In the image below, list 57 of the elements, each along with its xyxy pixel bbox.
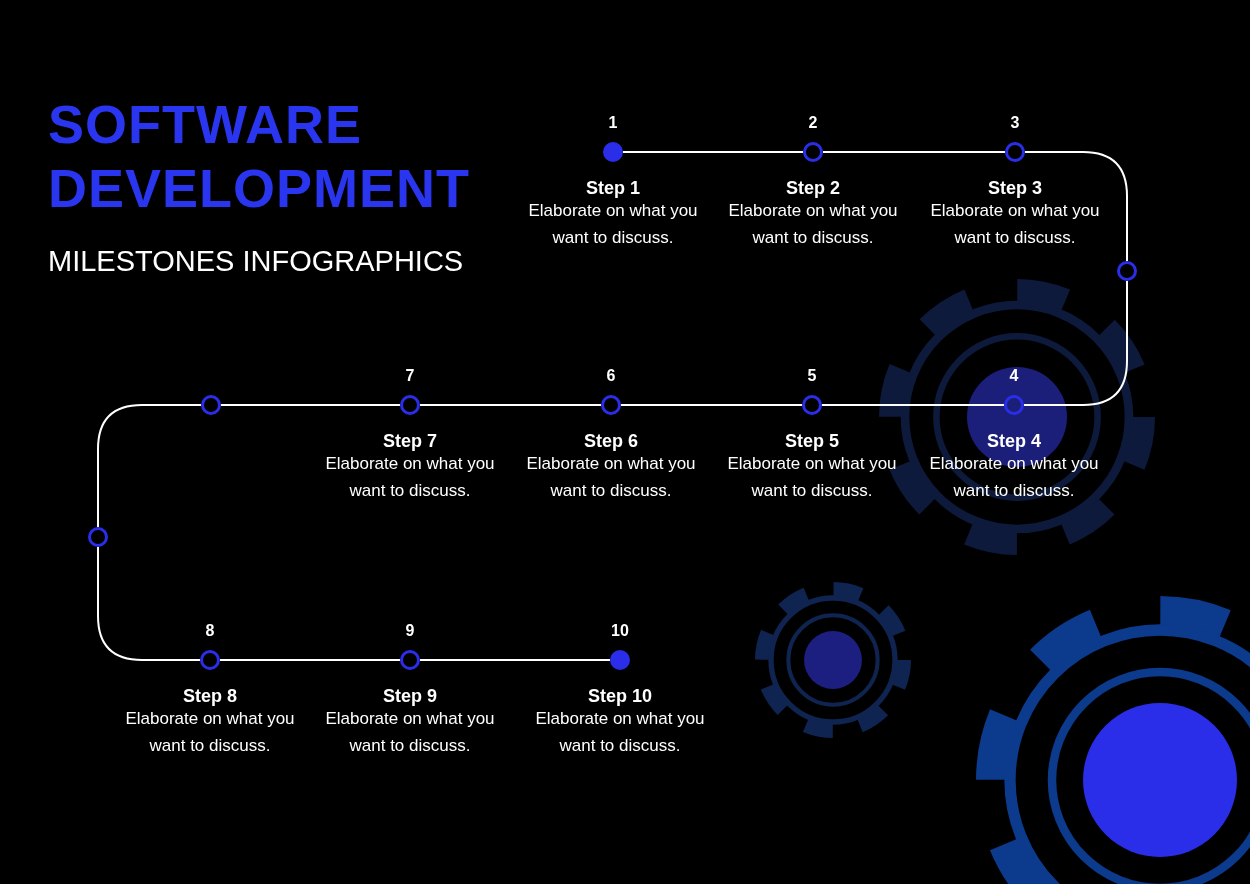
step-title: Step 8 [182, 686, 238, 707]
step-description: Elaborate on what you want to discuss. [728, 200, 898, 249]
milestone-circle [1005, 142, 1025, 162]
milestone-circle [601, 395, 621, 415]
step-description: Elaborate on what you want to discuss. [325, 453, 495, 502]
step-number: 10 [610, 622, 630, 640]
step-title: Step 2 [785, 178, 841, 199]
step-title: Step 6 [583, 431, 639, 452]
step-description: Elaborate on what you want to discuss. [526, 453, 696, 502]
step-description: Elaborate on what you want to discuss. [535, 708, 705, 757]
step-number: 9 [404, 622, 416, 640]
connector-line [97, 546, 201, 661]
step-title: Step 1 [585, 178, 641, 199]
milestone-circle [200, 650, 220, 670]
milestone-circle [1004, 395, 1024, 415]
step-number: 6 [605, 367, 617, 385]
connector-line [821, 404, 1005, 406]
step-number: 3 [1009, 114, 1021, 132]
step-title: Step 3 [987, 178, 1043, 199]
milestone-circle [803, 142, 823, 162]
step-number: 8 [204, 622, 216, 640]
connector-line [220, 404, 401, 406]
milestone-circle [603, 142, 623, 162]
step-description: Elaborate on what you want to discuss. [125, 708, 295, 757]
milestone-circle [1117, 261, 1137, 281]
step-description: Elaborate on what you want to discuss. [727, 453, 897, 502]
step-number: 5 [806, 367, 818, 385]
step-number: 2 [807, 114, 819, 132]
step-number: 4 [1008, 367, 1020, 385]
step-title: Step 5 [784, 431, 840, 452]
connector-line [1023, 280, 1128, 406]
milestone-circle [400, 395, 420, 415]
step-number: 7 [404, 367, 416, 385]
connector-line [822, 151, 1006, 153]
subtitle: MILESTONES INFOGRAPHICS [48, 245, 464, 278]
milestone-circle [88, 527, 108, 547]
step-title: Step 7 [382, 431, 438, 452]
step-number: 1 [607, 114, 619, 132]
connector-line [1024, 151, 1128, 262]
connector-line [622, 151, 804, 153]
step-title: Step 10 [587, 686, 653, 707]
connector-line [219, 659, 401, 661]
title: SOFTWARE DEVELOPMENT [48, 93, 472, 220]
connector-line [419, 659, 611, 661]
step-description: Elaborate on what you want to discuss. [325, 708, 495, 757]
step-description: Elaborate on what you want to discuss. [528, 200, 698, 249]
milestone-circle [400, 650, 420, 670]
milestone-circle [201, 395, 221, 415]
step-title: Step 4 [986, 431, 1042, 452]
step-description: Elaborate on what you want to discuss. [929, 453, 1099, 502]
milestone-circle [802, 395, 822, 415]
connector-line [97, 404, 202, 528]
step-title: Step 9 [382, 686, 438, 707]
connector-line [620, 404, 803, 406]
connector-line [419, 404, 602, 406]
milestone-circle [610, 650, 630, 670]
step-description: Elaborate on what you want to discuss. [930, 200, 1100, 249]
